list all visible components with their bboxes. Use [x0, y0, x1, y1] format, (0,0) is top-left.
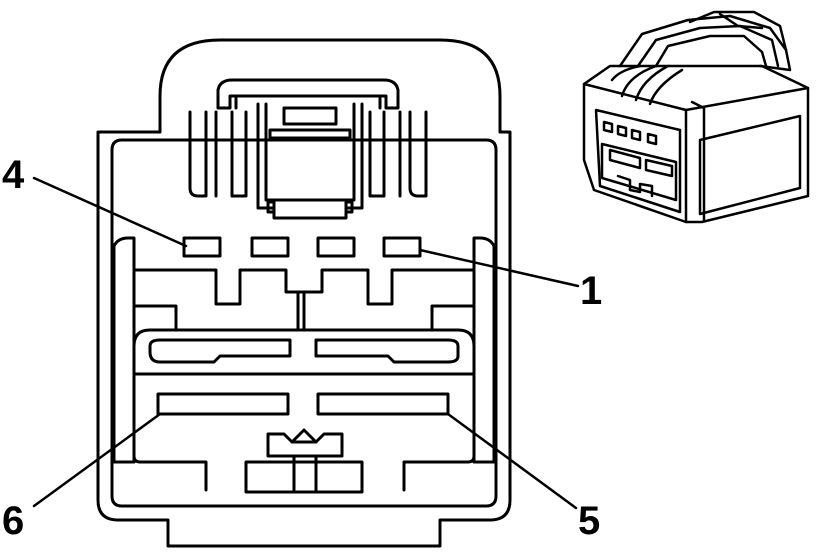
terminal-labels: 4 1 6 5 — [2, 153, 602, 543]
connector-face-view — [96, 38, 512, 548]
terminal-cavity-1 — [382, 236, 422, 258]
terminal-label-5: 5 — [578, 499, 600, 543]
connector-body-outline — [96, 38, 512, 548]
locking-latch — [216, 78, 400, 110]
leader-line-6 — [32, 412, 162, 508]
lower-terminal-plate — [132, 328, 476, 416]
leader-line-1 — [418, 248, 580, 288]
terminal-label-4: 4 — [2, 153, 25, 197]
leader-lines — [32, 176, 580, 510]
right-guide-rail — [472, 236, 496, 464]
iso-body — [582, 64, 810, 224]
terminal-cavity-5 — [316, 392, 450, 416]
terminal-cavity-6 — [156, 392, 290, 416]
upper-terminal-row — [132, 236, 476, 330]
terminal-cavity-4 — [182, 236, 222, 258]
left-guide-rail — [112, 236, 136, 464]
terminal-label-6: 6 — [2, 499, 24, 543]
center-latch-block — [256, 102, 364, 220]
terminal-cavity-2 — [316, 236, 356, 258]
leader-line-4 — [32, 176, 188, 248]
connector-isometric-view — [582, 10, 810, 224]
top-ribs — [188, 110, 428, 198]
terminal-cavity-3 — [250, 236, 290, 258]
connector-inner-outline — [110, 138, 498, 508]
leader-line-5 — [446, 412, 578, 510]
latch-inner — [234, 94, 382, 110]
terminal-label-1: 1 — [580, 269, 602, 313]
iso-latch — [618, 14, 792, 72]
bottom-polarization-key — [132, 428, 476, 494]
